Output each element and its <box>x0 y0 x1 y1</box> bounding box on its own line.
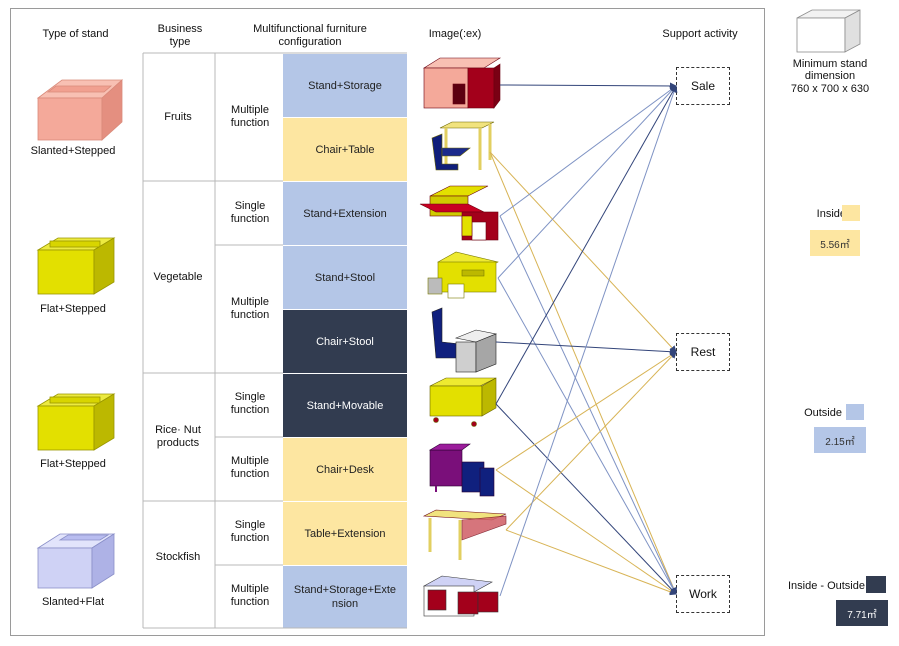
config-chair-table: Chair+Table <box>283 117 407 181</box>
legend-min-dims: 760 x 700 x 630 <box>790 83 870 95</box>
business-stockfish: Stockfish <box>155 551 201 563</box>
legend-inside-area: 5.56㎡ <box>810 230 860 256</box>
header-config: Multifunctional furniture configuration <box>253 23 367 48</box>
header-support-activity: Support activity <box>662 28 738 40</box>
header-business-type: Business type <box>157 23 203 48</box>
header-image: Image(:ex) <box>428 28 482 40</box>
stand-label-1: Slanted+Stepped <box>30 145 116 157</box>
business-fruits: Fruits <box>164 111 192 123</box>
legend-inside-swatch <box>842 205 860 221</box>
furniture-image-2 <box>431 121 495 171</box>
stand-flat-stepped-icon-1 <box>36 237 116 295</box>
config-chair-stool: Chair+Stool <box>283 309 407 373</box>
stand-slanted-stepped-icon <box>36 79 124 141</box>
function-label-4: Single function <box>230 391 270 416</box>
furniture-image-9 <box>423 575 499 617</box>
stand-label-4: Slanted+Flat <box>41 596 105 608</box>
legend-min-title: Minimum stand dimension <box>792 58 868 82</box>
table-grid <box>142 52 407 629</box>
link-6-to-rest <box>495 351 677 471</box>
legend-outside-label: Outside <box>804 407 842 419</box>
activity-rest: Rest <box>676 333 730 371</box>
min-dimension-box-icon <box>796 9 861 53</box>
header-type-of-stand: Type of stand <box>42 28 109 40</box>
furniture-image-6 <box>429 377 497 427</box>
legend-outside-area: 2.15㎡ <box>814 427 866 453</box>
link-6-to-work <box>495 469 677 595</box>
stand-label-3: Flat+Stepped <box>40 458 106 470</box>
activity-sale: Sale <box>676 67 730 105</box>
config-stand-stool: Stand+Stool <box>283 245 407 309</box>
furniture-image-8 <box>422 509 507 560</box>
furniture-image-5 <box>431 307 498 373</box>
function-label-6: Single function <box>230 519 270 544</box>
connection-lines <box>489 82 678 597</box>
function-label-5: Multiple function <box>230 455 270 480</box>
config-stand-extension: Stand+Extension <box>283 181 407 245</box>
link-3-to-sale <box>497 85 677 279</box>
config-chair-desk: Chair+Desk <box>283 437 407 501</box>
link-5-to-sale <box>495 85 677 405</box>
config-table-extension: Table+Extension <box>283 501 407 565</box>
furniture-image-4 <box>427 251 499 299</box>
config-stand-storage-extension: Stand+Storage+Exte nsion <box>283 565 407 628</box>
stand-label-2: Flat+Stepped <box>40 303 106 315</box>
link-0-to-sale <box>499 82 677 90</box>
business-rice-nut: Rice· Nut products <box>155 424 201 449</box>
activity-work: Work <box>676 575 730 613</box>
furniture-image-3 <box>419 185 499 241</box>
furniture-image-1 <box>422 57 502 109</box>
link-1-to-rest <box>489 151 677 353</box>
link-1-to-work <box>489 151 677 595</box>
stand-slanted-flat-icon <box>36 533 116 589</box>
link-2-to-sale <box>499 85 677 217</box>
config-stand-movable: Stand+Movable <box>283 373 407 437</box>
function-label-7: Multiple function <box>230 583 270 608</box>
link-7-to-rest <box>505 351 677 531</box>
link-5-to-work <box>495 403 677 595</box>
legend-inside-label: Inside <box>816 208 846 220</box>
function-label-2: Single function <box>230 200 270 225</box>
link-3-to-work <box>497 277 677 595</box>
function-label-3: Multiple function <box>230 296 270 321</box>
diagram-frame <box>10 8 765 636</box>
link-8-to-sale <box>499 85 678 597</box>
furniture-image-7 <box>428 443 495 497</box>
config-stand-storage: Stand+Storage <box>283 53 407 117</box>
legend-both-label: Inside - Outside <box>787 580 865 592</box>
legend-both-swatch <box>866 576 886 593</box>
link-2-to-work <box>499 215 677 595</box>
legend-outside-swatch <box>846 404 864 420</box>
function-label-1: Multiple function <box>230 104 270 129</box>
link-7-to-work <box>505 529 677 596</box>
legend-both-area: 7.71㎡ <box>836 600 888 626</box>
stand-flat-stepped-icon-2 <box>36 393 116 451</box>
business-vegetable: Vegetable <box>153 271 203 283</box>
